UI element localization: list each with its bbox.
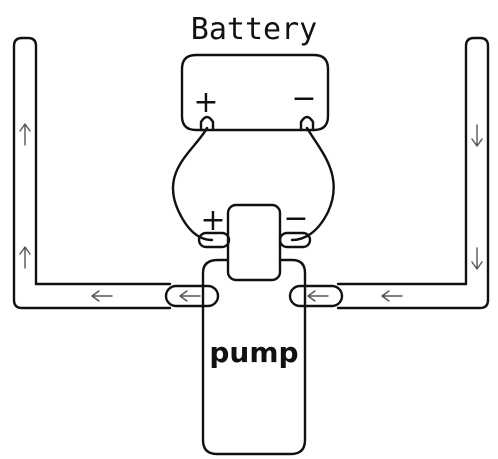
outlet-connector-left-arrow xyxy=(307,290,329,302)
battery-negative-terminal xyxy=(299,115,315,132)
left-vertical-pipe xyxy=(12,36,38,302)
right-horizontal-pipe xyxy=(336,282,490,310)
negative-wire xyxy=(290,126,335,242)
left-pipe-up-arrow-2 xyxy=(19,246,31,269)
left-pipe-up-arrow-1 xyxy=(19,123,31,146)
bottom-right-pipe-left-arrow xyxy=(381,290,403,302)
bottom-left-pipe-left-arrow xyxy=(91,290,113,302)
pump-plus-sign: + xyxy=(200,203,225,238)
left-horizontal-pipe xyxy=(12,282,172,310)
pump-motor-housing xyxy=(226,203,282,282)
right-vertical-pipe xyxy=(464,36,490,302)
battery: + − xyxy=(180,53,330,132)
right-pipe-down-arrow-1 xyxy=(471,124,483,147)
pump-minus-sign: − xyxy=(283,201,308,236)
pump-outlet-connector xyxy=(288,284,344,308)
pump-inlet-connector xyxy=(164,284,220,308)
pump-body xyxy=(201,258,307,456)
battery-plus-sign: + xyxy=(193,85,218,120)
right-pipe-down-arrow-2 xyxy=(471,247,483,270)
battery-minus-sign: − xyxy=(291,81,316,116)
inlet-connector-left-arrow xyxy=(179,290,201,302)
battery-positive-terminal xyxy=(199,115,215,132)
battery-title: Battery xyxy=(191,12,317,47)
pump-label: pump xyxy=(209,336,298,369)
